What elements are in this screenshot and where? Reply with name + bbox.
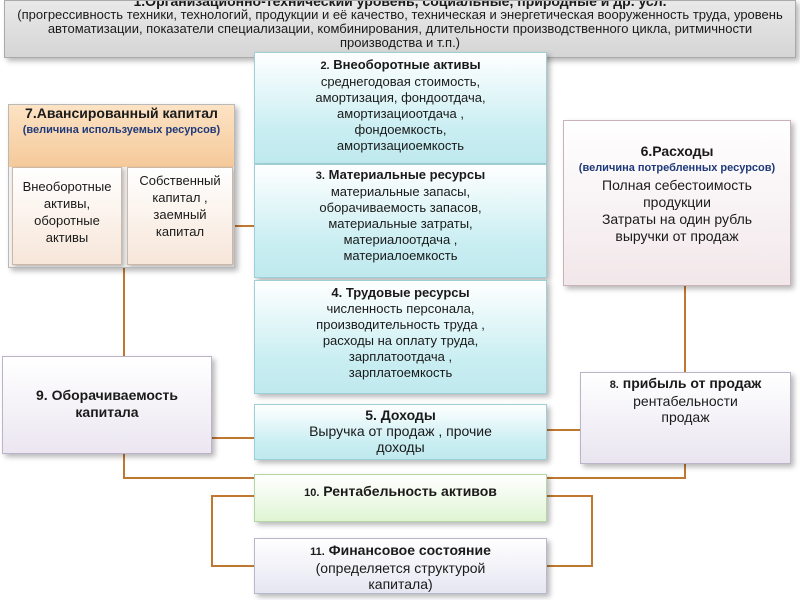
box-6-line: Затраты на один рубль: [601, 211, 753, 227]
box-6-line: выручки от продаж: [615, 228, 739, 244]
box-capital-turnover: 9. Оборачиваемость капитала: [2, 356, 212, 454]
box-6-note: (величина потребленных ресурсов): [578, 162, 776, 174]
box-labor-resources: 4. Трудовые ресурсы численность персонал…: [254, 280, 547, 394]
box-4-title: 4. Трудовые ресурсы: [331, 285, 470, 300]
box-7-header: 7.Авансированный капитал (величина испол…: [9, 105, 234, 167]
box-financial-condition: 11. Финансовое состояние (определяется с…: [254, 538, 547, 594]
box-4-line: зарплатоотдача ,: [348, 349, 453, 364]
box-2-line: фондоемкость,: [354, 122, 447, 137]
box-7-note: (величина используемых ресурсов): [22, 124, 221, 136]
box-8-number: 8.: [609, 379, 619, 391]
box-2-title: Внеоборотные активы: [333, 57, 481, 72]
box-10-title: Рентабельность активов: [323, 483, 497, 499]
box-7-assets: Внеоборотные активы, оборотные активы: [12, 167, 122, 265]
box-5-line: доходы: [376, 439, 425, 455]
box-10-number: 10.: [304, 487, 320, 499]
box-3-title: Материальные ресурсы: [328, 167, 486, 182]
box-11-title: Финансовое состояние: [328, 542, 491, 558]
box-1-title: 1.Организационно-технический уровень, со…: [133, 0, 667, 9]
connector-roa-to-finance-right: [547, 495, 593, 567]
box-9-title: 9. Оборачиваемость капитала: [36, 387, 178, 420]
box-7-title: 7.Авансированный капитал: [25, 105, 218, 121]
connector-profit-to-roa: [547, 464, 686, 479]
connector-turnover-to-roa: [123, 454, 254, 479]
box-organizational-technical-level: 1.Организационно-технический уровень, со…: [4, 0, 796, 58]
box-3-line: материальные затраты,: [328, 216, 473, 231]
box-3-line: материалоемкость: [343, 248, 458, 263]
box-expenses: 6.Расходы (величина потребленных ресурсо…: [563, 120, 791, 286]
box-11-line: капитала): [368, 576, 433, 592]
box-8-line: продаж: [661, 409, 710, 425]
box-1-subtitle: (прогрессивность техники, технологий, пр…: [17, 7, 783, 50]
box-2-line: амортизация, фондоотдача,: [315, 90, 486, 105]
box-2-line: амортизациоемкость: [336, 138, 465, 153]
box-4-line: зарплатоемкость: [348, 365, 453, 380]
box-non-current-assets: 2. Внеоборотные активы среднегодовая сто…: [254, 52, 547, 164]
box-advanced-capital: 7.Авансированный капитал (величина испол…: [8, 104, 235, 268]
box-4-line: численность персонала,: [326, 301, 475, 316]
box-11-line: (определяется структурой: [315, 560, 486, 576]
box-2-line: амортизациоотдача ,: [337, 106, 464, 121]
box-6-line: продукции: [643, 194, 711, 210]
box-5-line: Выручка от продаж , прочие: [309, 423, 492, 439]
box-4-line: производительность труда ,: [316, 317, 485, 332]
box-income: 5. Доходы Выручка от продаж , прочие дох…: [254, 404, 547, 460]
box-4-line: расходы на оплату труда,: [322, 333, 479, 348]
box-5-title: 5. Доходы: [365, 407, 436, 423]
box-7-equity-debt: Собственный капитал , заемный капитал: [127, 167, 233, 265]
box-6-title: 6.Расходы: [640, 143, 714, 159]
box-material-resources: 3. Материальные ресурсы материальные зап…: [254, 164, 547, 278]
box-2-number: 2.: [320, 60, 330, 72]
box-3-number: 3.: [315, 170, 325, 182]
box-11-number: 11.: [310, 546, 325, 558]
box-8-title: прибыль от продаж: [622, 375, 762, 391]
box-return-on-assets: 10. Рентабельность активов: [254, 474, 547, 522]
box-3-line: материалоотдача ,: [343, 232, 458, 247]
box-8-line: рентабельности: [633, 393, 738, 409]
connector-roa-to-finance-left: [211, 495, 254, 567]
box-3-line: оборачиваемость запасов,: [319, 200, 482, 215]
box-sales-profit: 8. прибыль от продаж рентабельности прод…: [580, 372, 791, 464]
box-3-line: материальные запасы,: [330, 184, 471, 199]
box-6-line: Полная себестоимость: [602, 177, 752, 193]
box-2-line: среднегодовая стоимость,: [320, 74, 481, 89]
